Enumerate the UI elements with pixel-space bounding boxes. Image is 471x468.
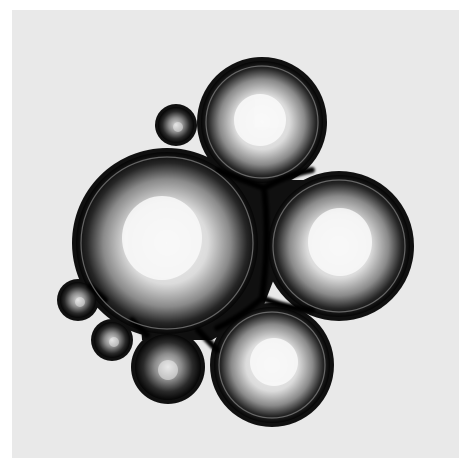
bubble-tiny-1 [94, 322, 130, 358]
bubble-tiny-2 [60, 282, 96, 318]
bubble-cluster-photo [12, 10, 459, 458]
rim-reflections [80, 65, 406, 419]
highlights [75, 94, 372, 386]
bubble-bottom-left [135, 334, 201, 400]
bubble-tiny-top [158, 107, 194, 143]
